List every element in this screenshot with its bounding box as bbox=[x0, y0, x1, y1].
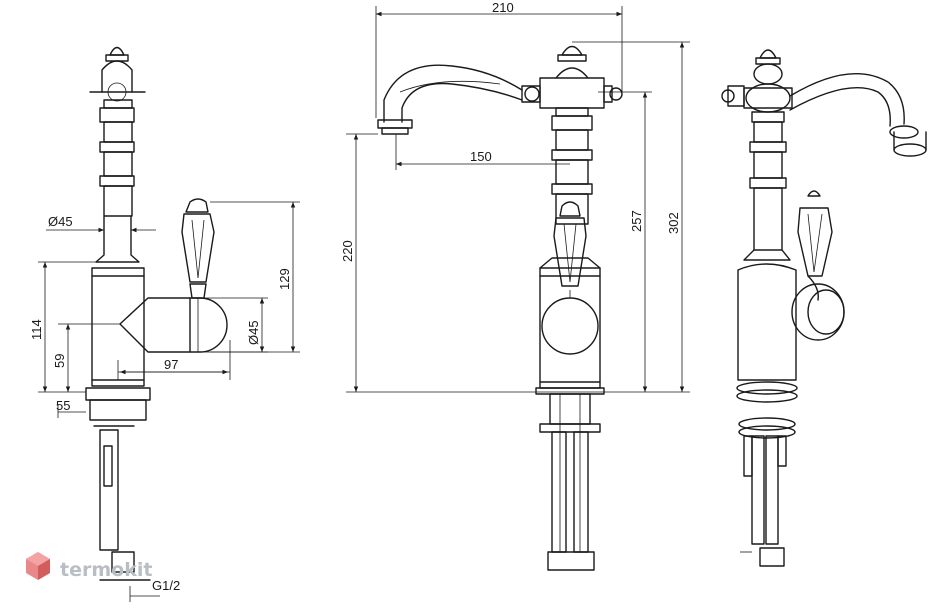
dim-side-handle-dia: Ø45 bbox=[246, 320, 261, 345]
dim-side-handle-height: 129 bbox=[277, 268, 292, 290]
side-view: Ø45 129 114 59 97 Ø45 55 G1/2 bbox=[29, 46, 300, 602]
front-view: 210 150 220 257 302 bbox=[340, 0, 690, 571]
dim-front-spout-height: 220 bbox=[340, 240, 355, 262]
dim-side-body-height: 114 bbox=[29, 319, 44, 340]
perspective-view bbox=[721, 49, 927, 567]
dim-front-spout-reach: 150 bbox=[470, 149, 492, 164]
dim-side-base-height: 59 bbox=[52, 354, 67, 368]
watermark-text: termokit bbox=[60, 559, 152, 581]
cube-logo-icon bbox=[26, 552, 50, 580]
dim-side-thread: G1/2 bbox=[152, 578, 180, 593]
dim-front-spout-width: 210 bbox=[492, 0, 514, 15]
dim-front-total-height: 302 bbox=[666, 212, 681, 234]
watermark: termokit bbox=[26, 552, 152, 581]
dim-side-handle-reach: 97 bbox=[164, 357, 178, 372]
dim-side-base-offset: 55 bbox=[56, 398, 70, 413]
dim-front-handle-height: 257 bbox=[629, 210, 644, 232]
dim-side-spout-dia: Ø45 bbox=[48, 214, 73, 229]
